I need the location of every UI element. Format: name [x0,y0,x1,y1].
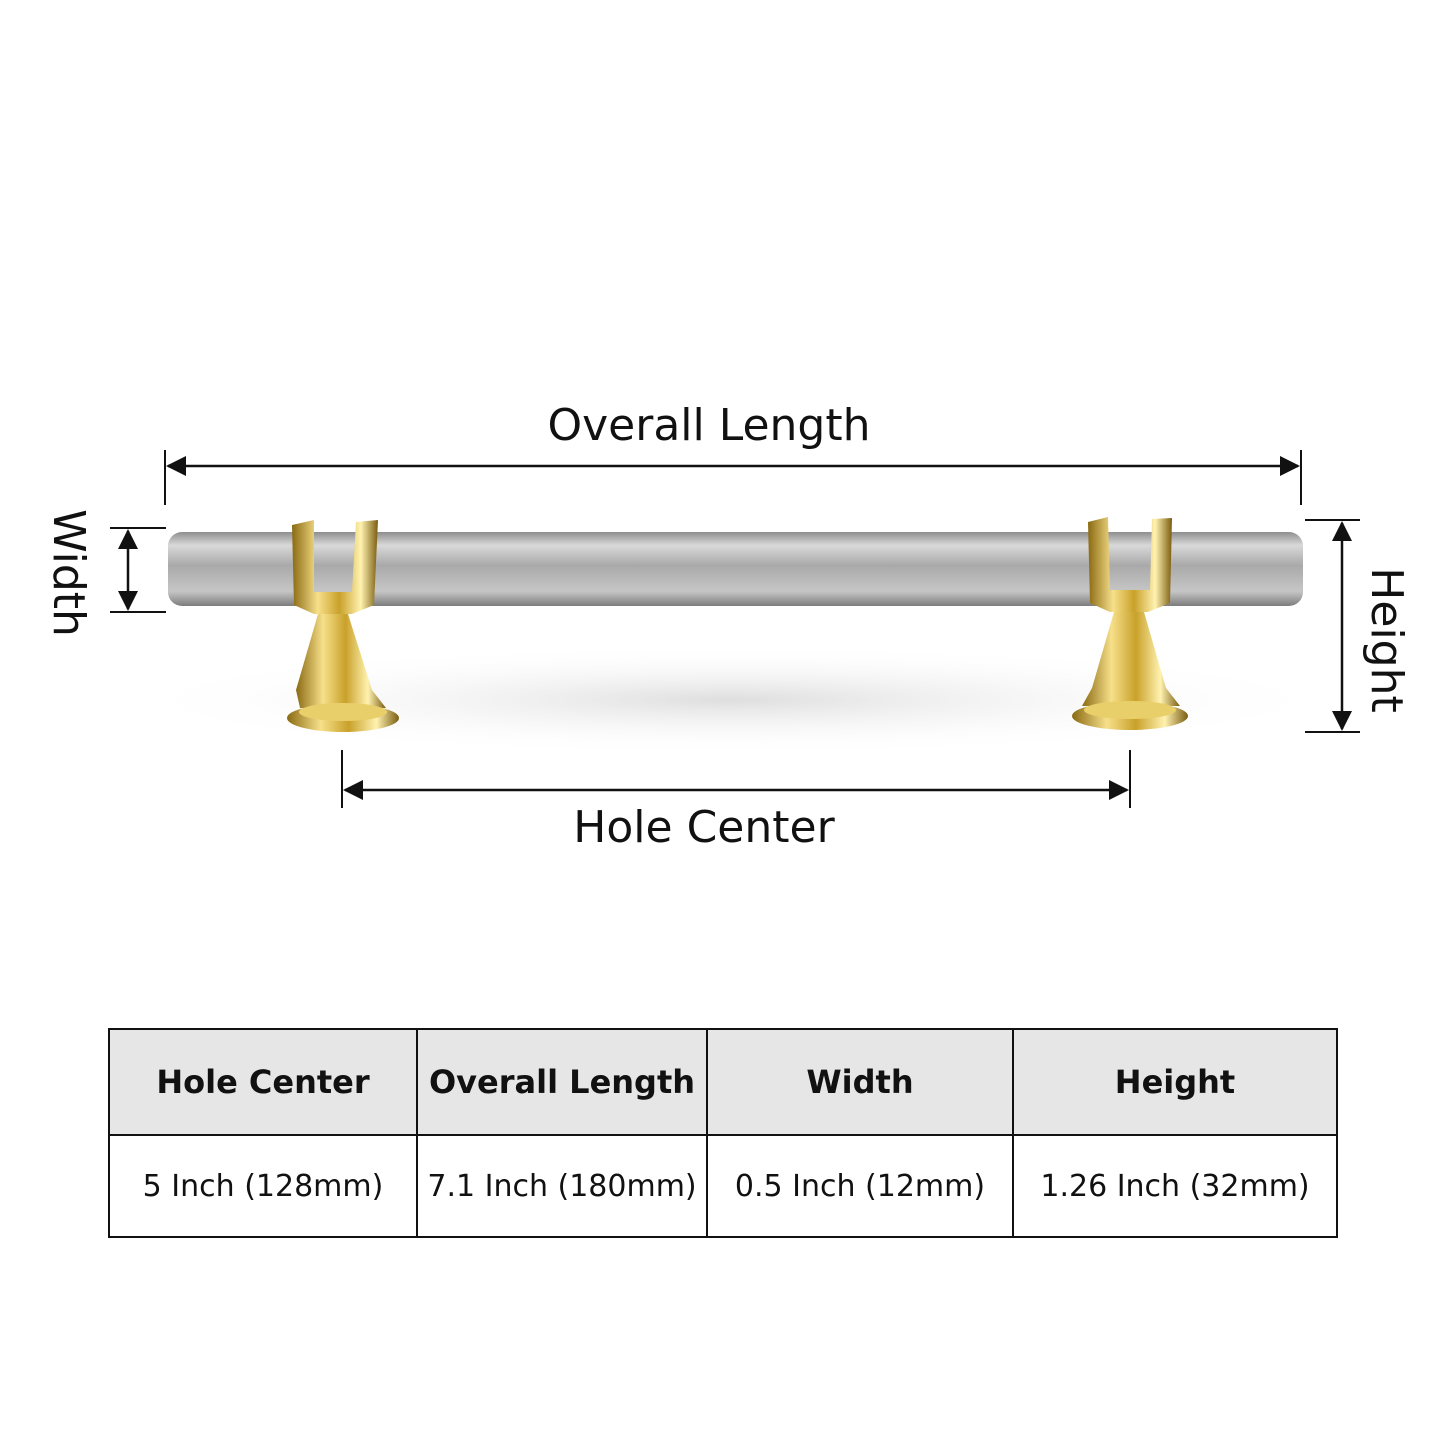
header-overall-length: Overall Length [416,1028,708,1136]
width-dimension: Width [43,509,166,637]
handle-dimension-diagram: Overall Length Width Height Hole Center [43,400,1412,853]
header-width: Width [706,1028,1014,1136]
hole-center-dimension: Hole Center [341,750,1131,853]
height-dimension: Height [1305,519,1412,733]
value-width: 0.5 Inch (12mm) [706,1134,1014,1238]
overall-length-dimension: Overall Length [164,400,1302,505]
overall-length-label: Overall Length [548,400,871,451]
header-hole-center: Hole Center [108,1028,418,1136]
left-post [287,520,399,732]
value-hole-center: 5 Inch (128mm) [108,1134,418,1238]
handle-shadow [110,645,1350,755]
dimension-spec-table: Hole Center Overall Length Width Height … [108,1028,1338,1238]
width-label: Width [43,509,94,637]
value-overall-length: 7.1 Inch (180mm) [416,1134,708,1238]
hole-center-label: Hole Center [573,802,835,853]
header-height: Height [1012,1028,1338,1136]
table-header-row: Hole Center Overall Length Width Height [108,1028,1338,1136]
handle-bar [168,532,1303,606]
value-height: 1.26 Inch (32mm) [1012,1134,1338,1238]
table-row: 5 Inch (128mm) 7.1 Inch (180mm) 0.5 Inch… [108,1134,1338,1238]
height-label: Height [1361,567,1412,712]
right-post [1072,517,1188,730]
